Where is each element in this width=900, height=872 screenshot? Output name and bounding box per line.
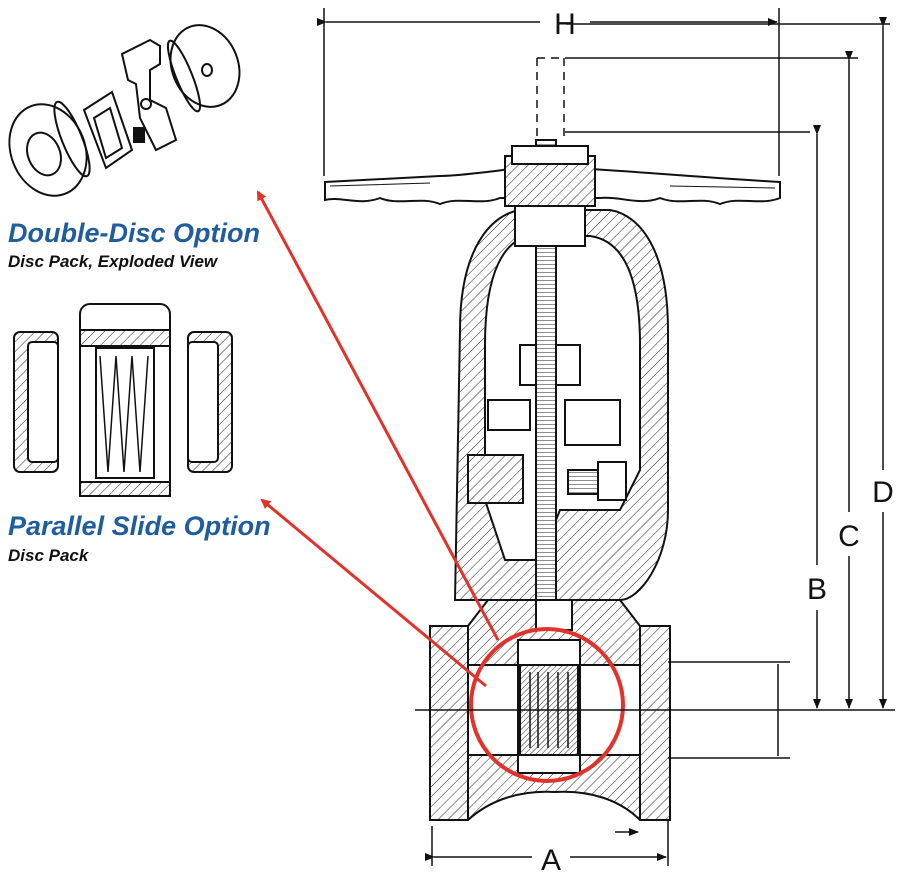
double-disc-arrow [256,190,500,641]
gate-valve-body [324,139,781,821]
dimension-label-c: C [838,520,860,553]
double-disc-exploded-view [8,24,241,197]
dimension-label-d: D [872,476,894,509]
double-disc-option-title: Double-Disc Option [8,218,260,248]
parallel-slide-option-subtitle: Disc Pack [8,546,89,565]
dimension-lines [317,8,895,866]
parallel-slide-option-title: Parallel Slide Option [8,511,271,541]
double-disc-option-subtitle: Disc Pack, Exploded View [8,252,218,271]
disc-pack-highlight-circle [469,627,625,783]
dimension-label-h: H [554,8,576,41]
parallel-slide-disc-pack [13,303,233,497]
dimension-label-a: A [541,844,561,872]
parallel-slide-arrow [260,498,487,688]
dimension-label-b: B [807,573,827,606]
